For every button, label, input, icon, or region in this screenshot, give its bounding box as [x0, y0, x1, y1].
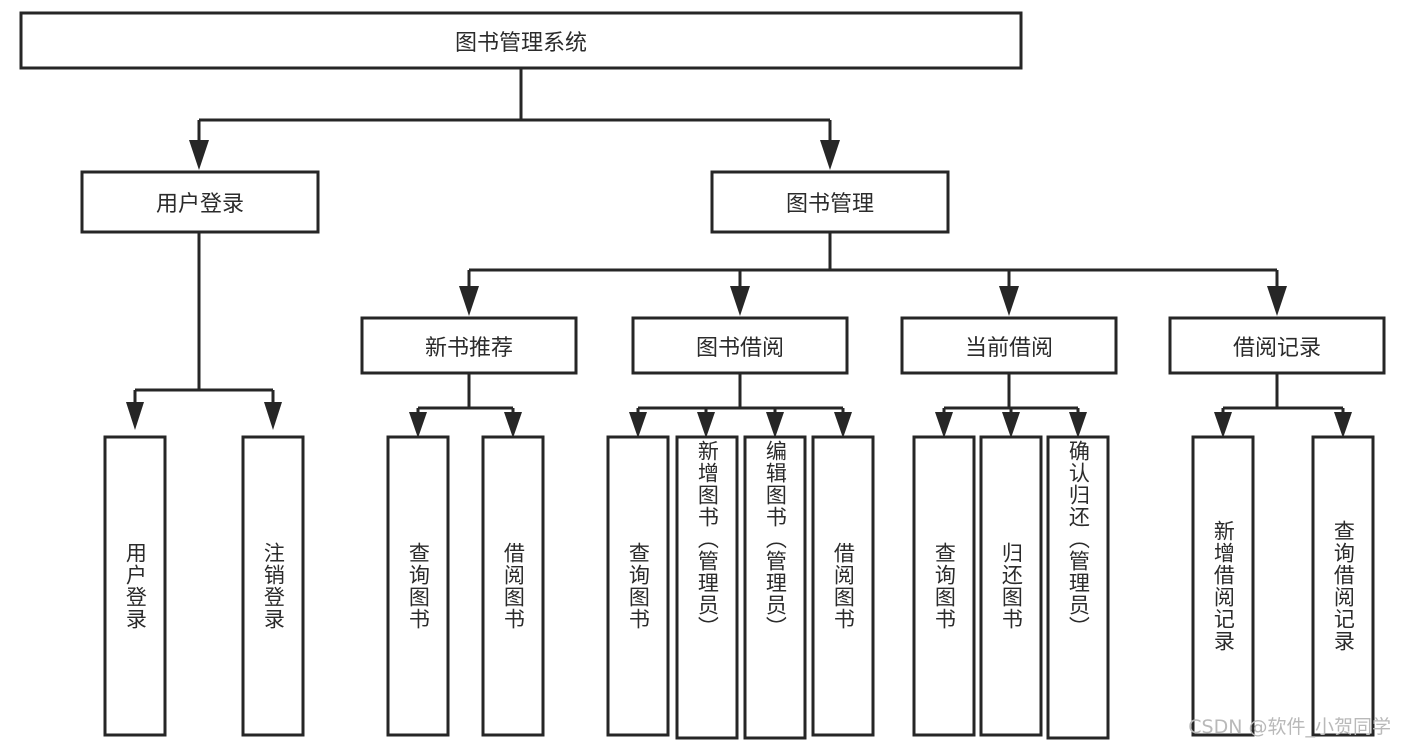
node-book-manage[interactable] — [710, 170, 950, 234]
leaf-box-br-2[interactable] — [1311, 435, 1375, 737]
arrow-head-l2-1 — [459, 286, 479, 316]
leaf-box-bb-4[interactable] — [811, 435, 875, 737]
arrow-head-user-login — [189, 140, 209, 170]
arrow-head-ul-1 — [126, 402, 144, 430]
node-user-login[interactable] — [80, 170, 320, 234]
leaf-box-bb-2[interactable] — [675, 435, 739, 740]
arrow-head-bb-4 — [834, 412, 852, 438]
arrow-head-ul-2 — [264, 402, 282, 430]
leaf-box-cb-3[interactable] — [1046, 435, 1110, 740]
arrow-head-bb-1 — [629, 412, 647, 438]
node-book-borrow[interactable] — [631, 316, 849, 375]
leaf-box-user-login-2[interactable] — [241, 435, 305, 737]
arrow-head-cb-3 — [1069, 412, 1087, 438]
leaf-box-cb-1[interactable] — [912, 435, 976, 737]
leaf-box-bb-3[interactable] — [743, 435, 807, 740]
node-borrow-record[interactable] — [1168, 316, 1386, 375]
arrow-head-cb-1 — [935, 412, 953, 438]
arrow-head-nbr-1 — [409, 412, 427, 438]
leaf-box-nbr-2[interactable] — [481, 435, 545, 737]
leaf-box-user-login-1[interactable] — [103, 435, 167, 737]
node-root-system[interactable] — [19, 11, 1023, 70]
arrow-head-br-2 — [1334, 412, 1352, 438]
arrow-head-l2-2 — [730, 286, 750, 316]
arrow-head-book-manage — [820, 140, 840, 170]
leaf-box-bb-1[interactable] — [606, 435, 670, 737]
arrow-head-nbr-2 — [504, 412, 522, 438]
leaf-box-nbr-1[interactable] — [386, 435, 450, 737]
arrow-head-br-1 — [1214, 412, 1232, 438]
leaf-box-br-1[interactable] — [1191, 435, 1255, 737]
node-new-book-recommend[interactable] — [360, 316, 578, 375]
arrow-head-l2-3 — [999, 286, 1019, 316]
arrow-head-bb-3 — [766, 412, 784, 438]
arrow-head-cb-2 — [1002, 412, 1020, 438]
arrow-head-bb-2 — [697, 412, 715, 438]
leaf-box-cb-2[interactable] — [979, 435, 1043, 737]
node-current-borrow[interactable] — [900, 316, 1118, 375]
arrow-head-l2-4 — [1267, 286, 1287, 316]
